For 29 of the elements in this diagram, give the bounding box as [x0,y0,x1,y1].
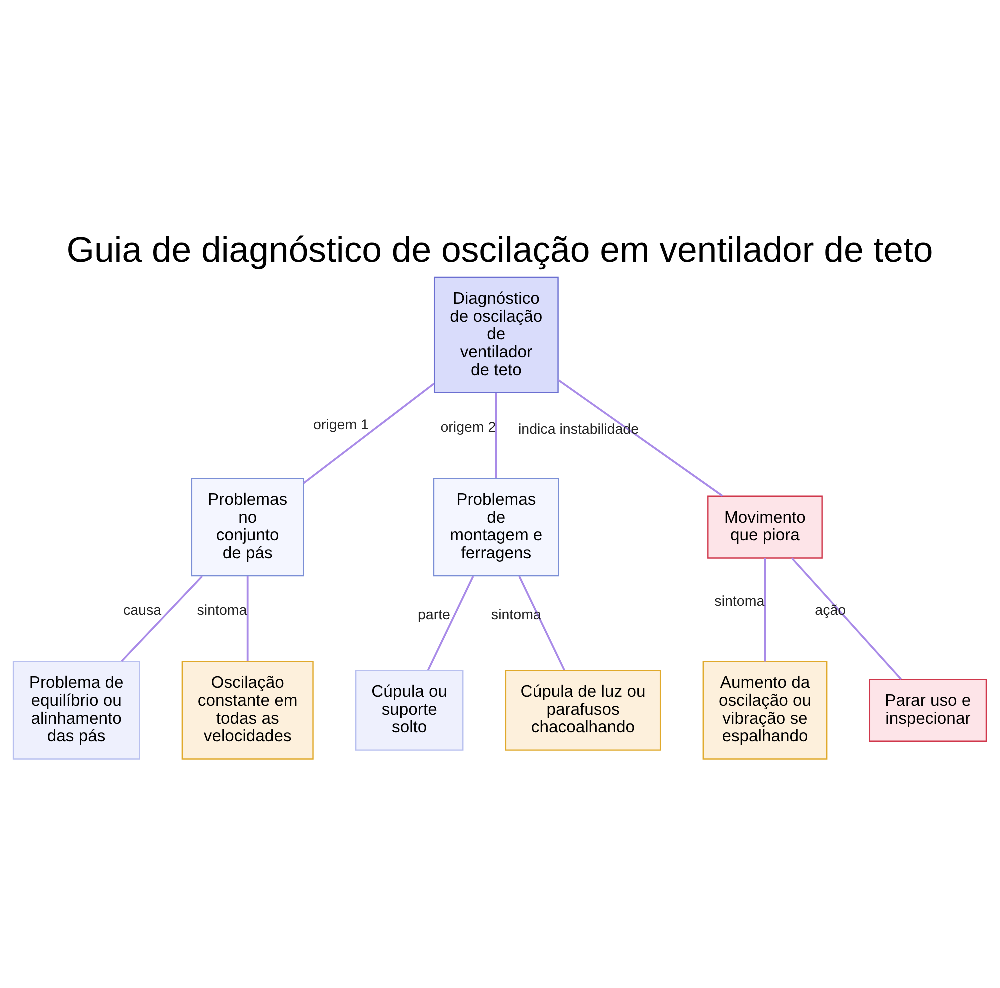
edge-label: causa [123,602,162,619]
edge-label: sintoma [714,594,765,610]
node-box: Aumento da oscilação ou vibração se espalhando [702,661,828,760]
connector [303,383,435,484]
connector [121,576,204,662]
connector [558,379,724,497]
connector [428,576,474,671]
diagram-title: Guia de diagnóstico de oscilação em ventilador de teto [66,230,934,270]
connector [791,558,902,680]
edge-label: sintoma [197,602,248,619]
edge-label: indica instabilidade [518,422,640,438]
node-box: Movimento que piora [708,496,823,559]
edge-label: parte [418,607,450,624]
connector [495,393,498,478]
node-box: Problemas no conjunto de pás [191,478,304,577]
node-box: Diagnóstico de oscilação de ventilador de teto [434,276,559,394]
connector [764,558,766,662]
edge-label: ação [815,602,846,619]
node-box: Problemas de montagem e ferragens [433,478,560,577]
node-box: Cúpula de luz ou parafusos chacoalhando [505,670,662,751]
node-box: Parar uso e inspecionar [869,678,988,742]
edge-label: origem 1 [313,417,370,434]
node-box: Oscilação constante em todas as velocidades [182,661,314,760]
connector [518,576,566,671]
node-box: Cúpula ou suporte solto [355,670,464,751]
node-box: Problema de equilíbrio ou alinhamento das pás [12,661,140,760]
edge-label: sintoma [491,607,542,624]
connector [246,576,249,662]
edge-label: origem 2 [440,420,496,436]
